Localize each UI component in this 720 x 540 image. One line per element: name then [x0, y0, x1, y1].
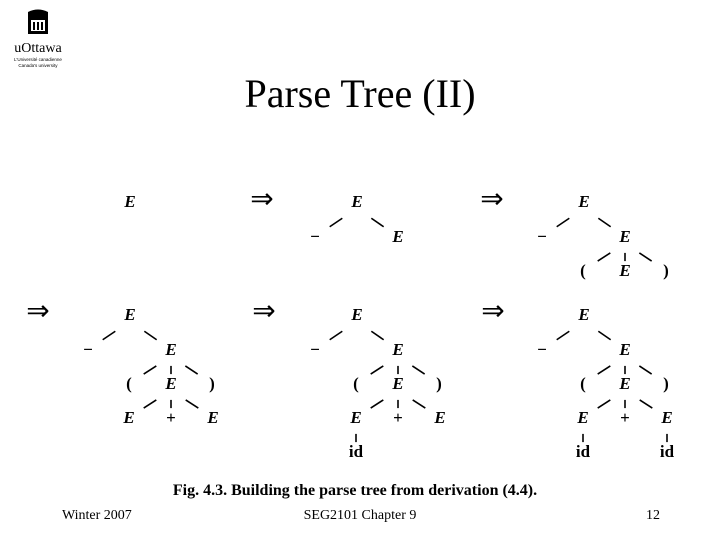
derivation-arrow: ⇒: [480, 182, 503, 215]
tree-edge: [597, 365, 611, 375]
tree-node: (: [580, 261, 586, 280]
tree-node: (: [126, 374, 132, 393]
tree-edge: [143, 365, 157, 375]
tree-node: E: [391, 374, 403, 393]
tree-edge: [597, 252, 611, 262]
tree-node: E: [618, 261, 630, 280]
tree-node: E: [577, 192, 589, 211]
svg-text:uOttawa: uOttawa: [14, 41, 62, 56]
tree-edge: [597, 399, 611, 409]
tree-node: id: [660, 442, 675, 461]
tree-edge: [370, 399, 384, 409]
tree-node: +: [393, 408, 403, 427]
derivation-arrow: ⇒: [250, 182, 273, 215]
tree-edge: [556, 330, 570, 341]
tree-node: E: [350, 305, 362, 324]
derivation-arrow: ⇒: [252, 294, 275, 327]
tree-node: E: [206, 408, 218, 427]
tree-node: (: [353, 374, 359, 393]
tree-edge: [102, 330, 116, 341]
tree-node: id: [576, 442, 591, 461]
footer-course: SEG2101 Chapter 9: [303, 508, 417, 523]
tree-edge: [370, 330, 385, 341]
footer-page-number: 12: [646, 508, 660, 523]
tree-edge: [329, 330, 343, 341]
derivation-arrow: ⇒: [481, 294, 504, 327]
tree-node: id: [349, 442, 364, 461]
tree-node: E: [164, 340, 176, 359]
tree-node: E: [122, 408, 134, 427]
tree-node: −: [310, 340, 320, 359]
svg-text:Canada's university: Canada's university: [18, 63, 58, 68]
tree-edge: [412, 399, 426, 409]
tree-node: −: [537, 227, 547, 246]
tree-node: E: [123, 192, 135, 211]
tree-node: E: [164, 374, 176, 393]
svg-text:L'Université canadienne: L'Université canadienne: [14, 57, 62, 62]
tree-edge: [597, 330, 612, 341]
tree-node: ): [663, 374, 669, 393]
tree-node: E: [433, 408, 445, 427]
tree-node: +: [620, 408, 630, 427]
tree-node: E: [576, 408, 588, 427]
tree-edge: [329, 217, 343, 228]
tree-node: E: [391, 227, 403, 246]
tree-node: E: [123, 305, 135, 324]
tree-node: (: [580, 374, 586, 393]
tree-node: ): [209, 374, 215, 393]
tree-edge: [370, 217, 385, 228]
tree-edge: [638, 252, 653, 262]
tree-node: −: [537, 340, 547, 359]
derivation-arrow: ⇒: [26, 294, 49, 327]
tree-edge: [185, 399, 199, 409]
tree-node: E: [618, 374, 630, 393]
tree-node: E: [660, 408, 672, 427]
tree-edge: [184, 365, 199, 375]
figure-caption: Fig. 4.3. Building the parse tree from d…: [172, 482, 538, 499]
tree-node: −: [310, 227, 320, 246]
tree-node: −: [83, 340, 93, 359]
tree-edge: [411, 365, 426, 375]
tree-node: E: [577, 305, 589, 324]
tree-node: ): [436, 374, 442, 393]
tree-node: E: [350, 192, 362, 211]
tree-edge: [638, 365, 653, 375]
uottawa-logo: uOttawa L'Université canadienne Canada's…: [14, 9, 62, 68]
tree-node: E: [618, 340, 630, 359]
tree-edge: [639, 399, 653, 409]
tree-edge: [143, 399, 157, 409]
tree-edge: [143, 330, 158, 341]
tree-node: +: [166, 408, 176, 427]
tree-node: E: [618, 227, 630, 246]
tree-edge: [370, 365, 384, 375]
tree-edge: [556, 217, 570, 228]
slide-title: Parse Tree (II): [244, 71, 476, 116]
tree-node: ): [663, 261, 669, 280]
tree-node: E: [391, 340, 403, 359]
tree-node: E: [349, 408, 361, 427]
footer-date: Winter 2007: [62, 508, 132, 523]
tree-edge: [597, 217, 612, 228]
